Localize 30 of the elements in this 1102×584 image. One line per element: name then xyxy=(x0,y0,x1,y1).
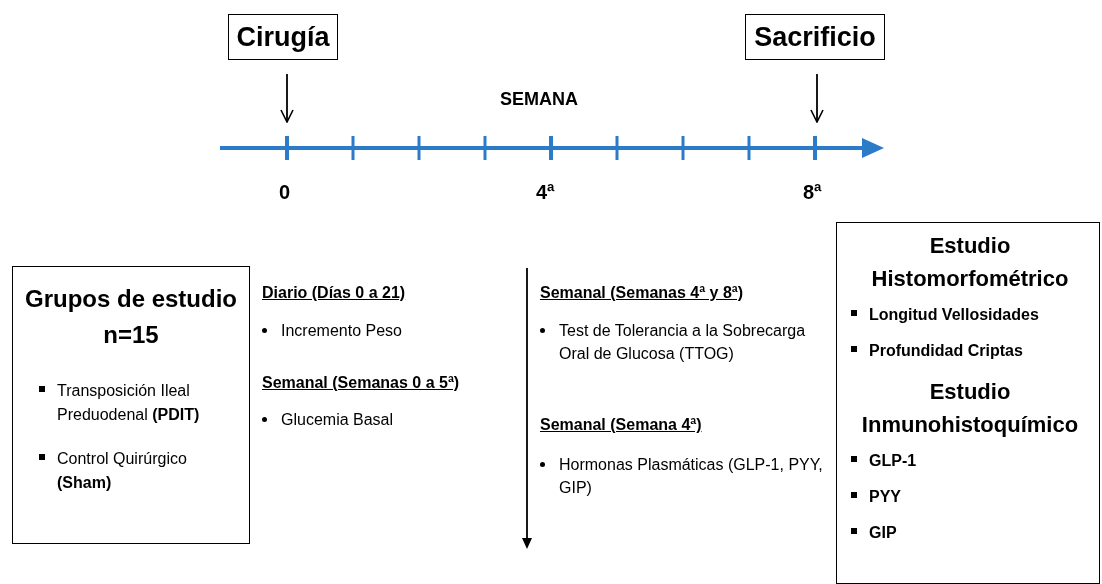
list-item: Transposición Ileal Preduodenal (PDIT) xyxy=(57,381,201,425)
timepoint-label: Sacrificio xyxy=(754,21,876,53)
list-item: GIP xyxy=(869,523,897,543)
list-item: Profundidad Criptas xyxy=(869,341,1023,361)
axis-title: SEMANA xyxy=(500,88,578,111)
timepoint-box xyxy=(228,14,338,60)
schedule-heading: Semanal (Semana 4ª) xyxy=(540,415,703,435)
panel-heading: Estudio Histomorfométrico xyxy=(870,232,1070,293)
panel-heading: Estudio Inmunohistoquímico xyxy=(860,378,1080,439)
schedule-heading: Semanal (Semanas 4ª y 8ª) xyxy=(540,283,745,303)
list-item: Glucemia Basal xyxy=(281,410,394,430)
tick-label: 8ª xyxy=(803,180,822,205)
arrow xyxy=(280,73,294,123)
arrow xyxy=(810,73,824,123)
info-panel xyxy=(12,266,250,544)
list-item: PYY xyxy=(869,487,901,507)
list-item: Incremento Peso xyxy=(281,321,402,341)
panel-heading: Grupos de estudio n=15 xyxy=(24,284,238,350)
list-item: Longitud Vellosidades xyxy=(869,305,1039,325)
info-panel xyxy=(836,222,1100,584)
timepoint-box xyxy=(745,14,885,60)
timepoint-label: Cirugía xyxy=(236,21,330,53)
schedule-heading: Semanal (Semanas 0 a 5ª) xyxy=(262,373,461,393)
list-item: Test de Tolerancia a la Sobrecarga Oral de Glucosa (TTOG) xyxy=(559,321,807,365)
schedule-heading: Diario (Días 0 a 21) xyxy=(262,283,407,303)
tick-label: 4ª xyxy=(536,180,555,205)
list-item: Hormonas Plasmáticas (GLP-1, PYY, GIP) xyxy=(559,455,824,499)
tick-label: 0 xyxy=(279,180,291,205)
list-item: Control Quirúrgico (Sham) xyxy=(57,449,188,493)
list-item: GLP-1 xyxy=(869,451,917,471)
